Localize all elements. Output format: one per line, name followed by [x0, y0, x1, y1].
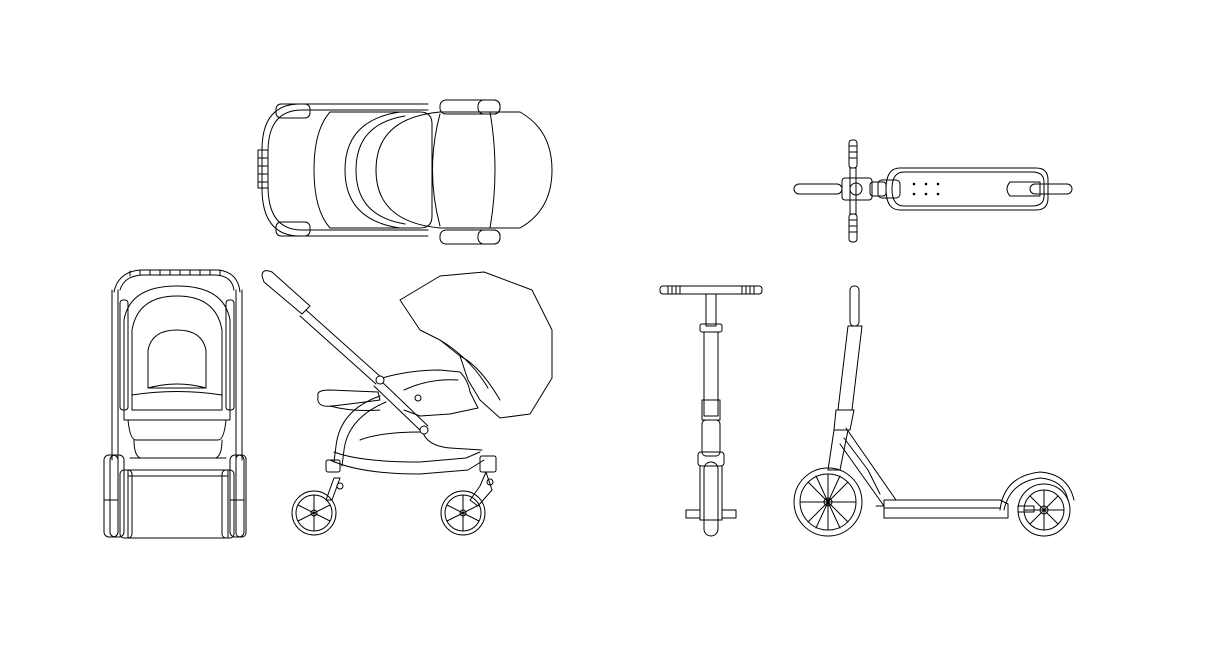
stroller-top-view	[257, 99, 553, 245]
scooter-side-view	[793, 285, 1075, 537]
stroller-side-view	[261, 270, 553, 536]
scooter-front-view	[659, 285, 763, 537]
scooter-top-view	[793, 139, 1073, 243]
stroller-front-view	[103, 269, 247, 539]
